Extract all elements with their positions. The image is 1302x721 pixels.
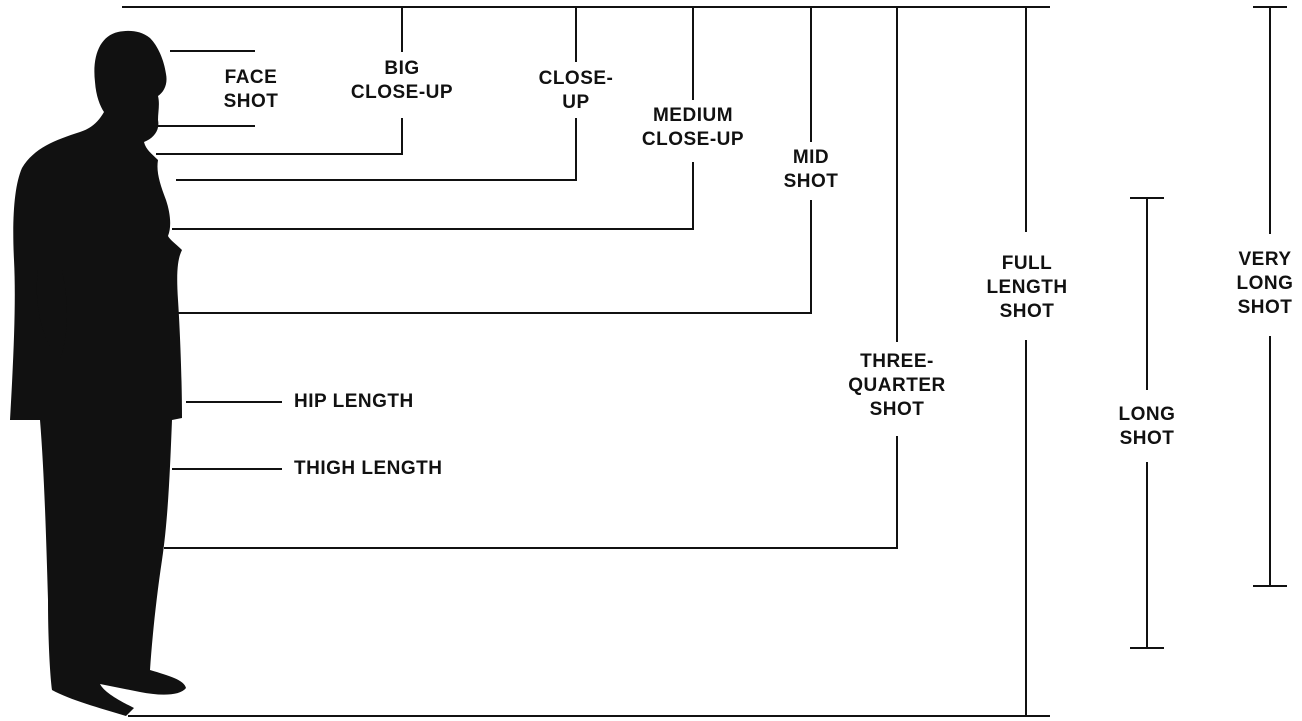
big-close-up-bracket	[156, 118, 402, 154]
long-shot-label: LONG SHOT	[1110, 403, 1184, 451]
thigh-length-label: THIGH LENGTH	[294, 457, 443, 481]
hip-length-label: HIP LENGTH	[294, 390, 414, 414]
three-quarter-shot-label: THREE- QUARTER SHOT	[840, 350, 954, 422]
mid-shot-label-line2: SHOT	[776, 170, 846, 194]
medium-close-up-label-line2: CLOSE-UP	[628, 128, 758, 152]
full-length-label-line1: FULL	[984, 252, 1070, 276]
full-length-shot-label: FULL LENGTH SHOT	[984, 252, 1070, 324]
close-up-label-line1: CLOSE-	[530, 67, 622, 91]
close-up-label-line2: UP	[530, 91, 622, 115]
close-up-label: CLOSE- UP	[530, 67, 622, 115]
medium-close-up-label-line1: MEDIUM	[628, 104, 758, 128]
very-long-shot-label-line3: SHOT	[1232, 296, 1298, 320]
very-long-shot-label: VERY LONG SHOT	[1232, 248, 1298, 320]
full-length-label-line2: LENGTH	[984, 276, 1070, 300]
big-close-up-label: BIG CLOSE-UP	[340, 57, 464, 105]
mid-shot-label-line1: MID	[776, 146, 846, 170]
medium-close-up-bracket	[172, 162, 693, 229]
face-shot-label-line1: FACE	[214, 66, 288, 90]
long-shot-label-line1: LONG	[1110, 403, 1184, 427]
man-silhouette-icon	[10, 31, 186, 716]
big-close-up-label-line1: BIG	[340, 57, 464, 81]
mid-shot-bracket	[176, 200, 811, 313]
big-close-up-label-line2: CLOSE-UP	[340, 81, 464, 105]
three-quarter-label-line3: SHOT	[840, 398, 954, 422]
mid-shot-label: MID SHOT	[776, 146, 846, 194]
long-shot-label-line2: SHOT	[1110, 427, 1184, 451]
three-quarter-bracket	[164, 436, 897, 548]
very-long-shot-label-line2: LONG	[1232, 272, 1298, 296]
three-quarter-label-line2: QUARTER	[840, 374, 954, 398]
face-shot-label: FACE SHOT	[214, 66, 288, 114]
medium-close-up-label: MEDIUM CLOSE-UP	[628, 104, 758, 152]
close-up-bracket	[176, 118, 576, 180]
full-length-label-line3: SHOT	[984, 300, 1070, 324]
three-quarter-label-line1: THREE-	[840, 350, 954, 374]
very-long-shot-label-line1: VERY	[1232, 248, 1298, 272]
face-shot-label-line2: SHOT	[214, 90, 288, 114]
